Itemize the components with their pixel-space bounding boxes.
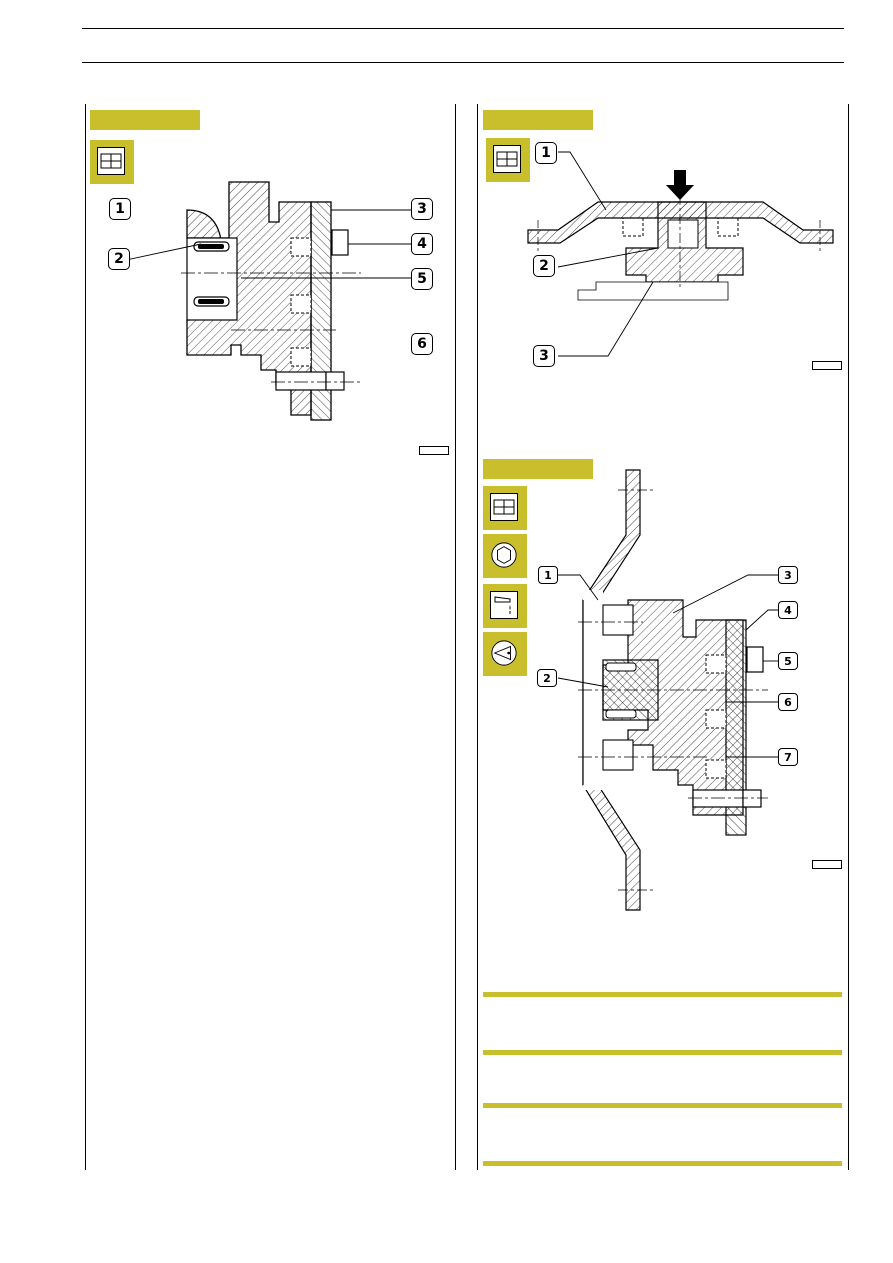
callout-label: 2	[537, 669, 557, 687]
header-bottom-rule	[82, 62, 844, 63]
callout-label: 2	[533, 255, 555, 277]
section-tab-top-right	[483, 110, 593, 130]
left-column-right-rule	[455, 104, 456, 1170]
section-tab-bottom-right	[483, 459, 593, 479]
callout-label: 7	[778, 748, 798, 766]
figure-reference-box	[812, 860, 842, 869]
callout-label: 5	[411, 268, 433, 290]
callout-label: 3	[533, 345, 555, 367]
callout-label: 3	[778, 566, 798, 584]
split-view-icon	[90, 140, 134, 184]
callout-label: 4	[411, 233, 433, 255]
split-view-icon	[486, 138, 530, 182]
callout-label: 1	[538, 566, 558, 584]
right-column-right-rule	[848, 104, 849, 1170]
note-bar-1	[483, 992, 842, 997]
note-bar-4	[483, 1161, 842, 1166]
callout-label: 1	[535, 142, 557, 164]
callout-label: 6	[411, 333, 433, 355]
figure-reference-box	[419, 446, 449, 455]
left-column-left-rule	[85, 104, 86, 1170]
right-column-left-rule	[477, 104, 478, 1170]
callout-label: 2	[108, 248, 130, 270]
oil-can-icon	[483, 584, 527, 628]
callout-label: 3	[411, 198, 433, 220]
figure-reference-box	[812, 361, 842, 370]
note-bar-2	[483, 1050, 842, 1055]
callout-label: 1	[109, 198, 131, 220]
callout-label: 5	[778, 652, 798, 670]
header-top-rule	[82, 28, 844, 29]
callout-label: 6	[778, 693, 798, 711]
note-bar-3	[483, 1103, 842, 1108]
hub-assembly-drawing	[557, 469, 778, 911]
cone-check-icon	[483, 632, 527, 676]
callout-label: 4	[778, 601, 798, 619]
left-section-drawing	[125, 181, 411, 421]
section-tab-left	[90, 110, 200, 130]
press-fit-drawing	[527, 151, 834, 357]
split-view-icon	[483, 486, 527, 530]
hexagon-socket-icon	[483, 534, 527, 578]
